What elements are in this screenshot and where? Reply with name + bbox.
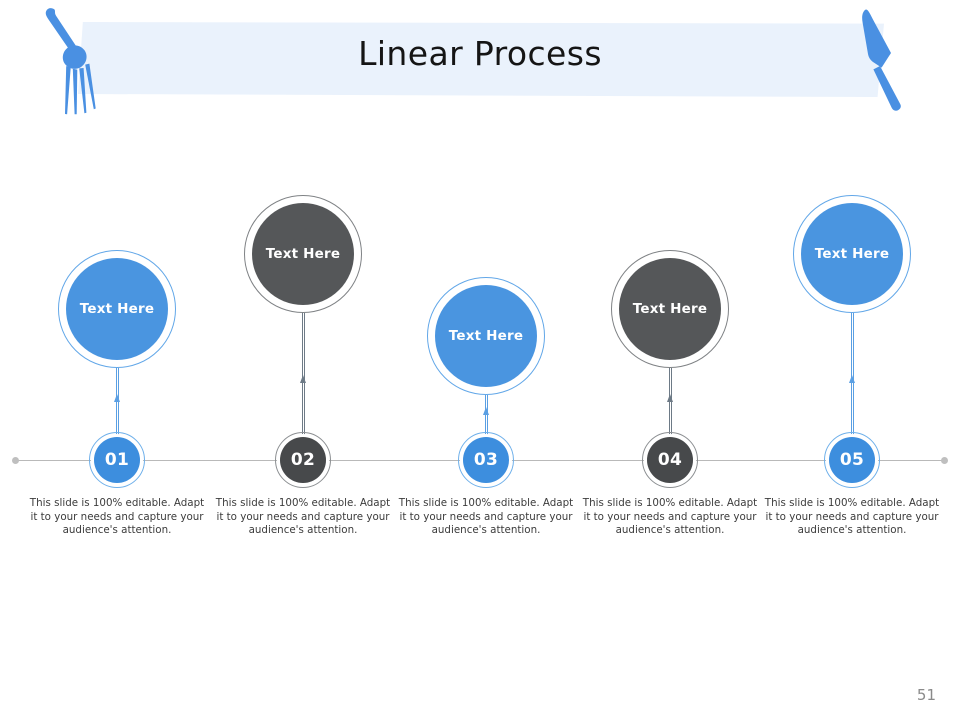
step-description-03: This slide is 100% editable. Adapt it to… [398,497,574,536]
connector-rail [485,395,486,438]
connector-rail [116,368,117,438]
bubble-outer-ring [611,250,729,368]
step-connector-04 [667,368,673,438]
bubble-disc [435,285,537,387]
step-description-05: This slide is 100% editable. Adapt it to… [764,497,940,536]
step-connector-01 [114,368,120,438]
node-outer-ring [458,432,514,488]
bubble-label: Text Here [79,301,155,317]
fork-icon [45,8,96,115]
bubble-label: Text Here [632,301,708,317]
node-outer-ring [824,432,880,488]
knife-icon [862,9,901,111]
connector-arrowhead [667,394,673,402]
node-number: 03 [473,450,499,470]
bubble-outer-ring [793,195,911,313]
step-bubble-05[interactable]: Text Here [793,195,911,313]
process-step-04: Text Here 04 This slide is 100% editable… [575,0,765,720]
bubble-label: Text Here [265,246,341,262]
node-disc [647,437,693,483]
node-outer-ring [642,432,698,488]
slide-header: Linear Process [0,0,960,120]
step-bubble-03[interactable]: Text Here [427,277,545,395]
step-description-04: This slide is 100% editable. Adapt it to… [582,497,758,536]
step-description-02: This slide is 100% editable. Adapt it to… [215,497,391,536]
process-step-01: Text Here 01 This slide is 100% editable… [22,0,212,720]
connector-rail [118,368,119,438]
step-node-01[interactable]: 01 [89,432,145,488]
connector-rail [669,368,670,438]
step-connector-02 [300,313,306,438]
node-disc [463,437,509,483]
node-number: 05 [839,450,865,470]
step-node-03[interactable]: 03 [458,432,514,488]
step-connector-05 [849,313,855,438]
step-node-02[interactable]: 02 [275,432,331,488]
node-disc [829,437,875,483]
page-title: Linear Process [358,34,602,73]
title-banner [78,22,884,97]
connector-arrowhead [114,394,120,402]
connector-rail [487,395,488,438]
bubble-disc [252,203,354,305]
node-disc [280,437,326,483]
step-node-04[interactable]: 04 [642,432,698,488]
step-description-01: This slide is 100% editable. Adapt it to… [29,497,205,536]
node-disc [94,437,140,483]
connector-rail [671,368,672,438]
bubble-disc [619,258,721,360]
step-connector-03 [483,395,489,438]
step-bubble-02[interactable]: Text Here [244,195,362,313]
bubble-disc [801,203,903,305]
process-step-05: Text Here 05 This slide is 100% editable… [757,0,947,720]
bubble-outer-ring [427,277,545,395]
node-number: 04 [657,450,683,470]
node-outer-ring [275,432,331,488]
connector-arrowhead [849,375,855,383]
node-outer-ring [89,432,145,488]
connector-arrowhead [483,407,489,415]
process-step-03: Text Here 03 This slide is 100% editable… [391,0,581,720]
axis-endpoint-dot-right [941,457,948,464]
page-number: 51 [916,686,936,704]
connector-arrowhead [300,375,306,383]
bubble-outer-ring [244,195,362,313]
bubble-outer-ring [58,250,176,368]
node-number: 01 [104,450,130,470]
process-step-02: Text Here 02 This slide is 100% editable… [208,0,398,720]
bubble-label: Text Here [448,328,524,344]
step-node-05[interactable]: 05 [824,432,880,488]
step-bubble-04[interactable]: Text Here [611,250,729,368]
step-bubble-01[interactable]: Text Here [58,250,176,368]
node-number: 02 [290,450,316,470]
axis-endpoint-dot-left [12,457,19,464]
bubble-disc [66,258,168,360]
bubble-label: Text Here [814,246,890,262]
